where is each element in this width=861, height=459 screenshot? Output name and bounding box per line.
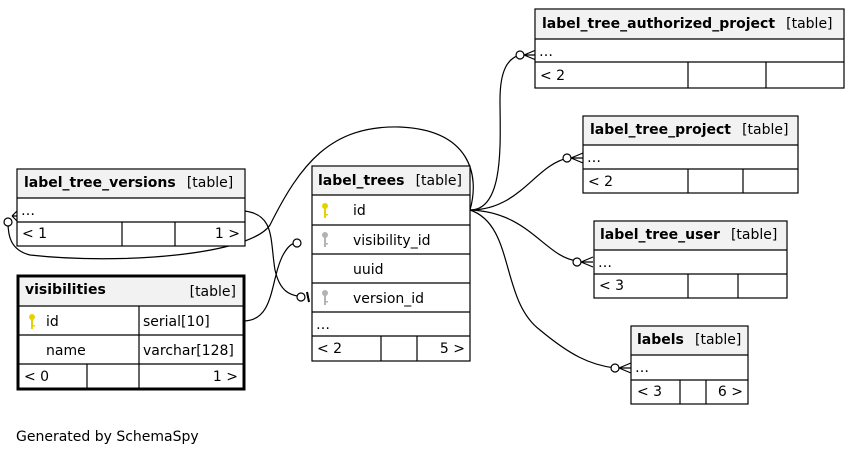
table-tag: [table] [731, 227, 777, 243]
column-name: id [46, 314, 59, 330]
parents-count: < 2 [317, 341, 342, 357]
column-name: name [46, 343, 86, 359]
table-title: label_tree_user [table] [600, 224, 777, 243]
edge-markers [3, 49, 632, 374]
children-count: 5 > [440, 341, 465, 357]
more-columns-ellipsis: … [587, 150, 601, 166]
table-title: label_tree_authorized_project [table] [542, 13, 833, 32]
table-label-trees[interactable]: label_trees [table] id visibility_id uui… [311, 165, 471, 362]
table-title: labels [table] [637, 329, 741, 348]
edge-label-trees-to-project [469, 157, 569, 211]
parents-count: < 0 [24, 369, 49, 385]
table-tag: [table] [416, 173, 462, 189]
edge-label-trees-to-authorized-project [469, 54, 521, 211]
generated-by-footer: Generated by SchemaSpy [16, 429, 199, 445]
parents-count: < 3 [599, 278, 624, 294]
more-columns-ellipsis: … [539, 44, 553, 60]
table-title: label_trees [table] [318, 170, 462, 189]
table-title: label_tree_versions [table] [24, 172, 233, 191]
table-name: label_tree_authorized_project [542, 16, 775, 32]
column-name: uuid [353, 262, 384, 278]
table-labels[interactable]: labels [table] … < 3 6 > [630, 325, 749, 405]
children-count: 1 > [213, 369, 238, 385]
table-visibilities[interactable]: visibilities [table] id serial[10] name … [16, 274, 246, 391]
table-tag: [table] [695, 332, 741, 348]
table-label-tree-user[interactable]: label_tree_user [table] … < 3 [593, 220, 788, 299]
edge-label-trees-to-versions [7, 126, 474, 260]
table-tag: [table] [786, 16, 832, 32]
edge-label-trees-to-labels [469, 209, 616, 369]
table-label-tree-authorized-project[interactable]: label_tree_authorized_project [table] … … [534, 8, 845, 89]
column-type: serial[10] [143, 314, 210, 330]
table-label-tree-versions[interactable]: label_tree_versions [table] … < 1 1 > [16, 168, 246, 247]
relationship-edges [7, 54, 616, 369]
column-name: visibility_id [353, 233, 430, 249]
children-count: 6 > [718, 384, 743, 400]
table-name: label_trees [318, 173, 404, 189]
column-type: varchar[128] [143, 343, 234, 359]
table-name: visibilities [25, 282, 106, 298]
parents-count: < 2 [588, 174, 613, 190]
more-columns-ellipsis: … [635, 360, 649, 376]
column-name: version_id [353, 291, 424, 307]
children-count: 1 > [215, 226, 240, 242]
table-name: label_tree_project [590, 122, 731, 138]
table-name: labels [637, 332, 684, 348]
table-tag: [table] [190, 284, 236, 300]
table-tag: [table] [742, 122, 788, 138]
more-columns-ellipsis: … [598, 255, 612, 271]
table-name: label_tree_versions [24, 175, 176, 191]
edge-versions-to-version-id [243, 210, 306, 298]
more-columns-ellipsis: … [21, 203, 35, 219]
table-label-tree-project[interactable]: label_tree_project [table] … < 2 [582, 115, 799, 194]
column-name: id [353, 203, 366, 219]
edge-visibilities-to-visibility-id [243, 242, 298, 322]
parents-count: < 2 [540, 68, 565, 84]
table-title: label_tree_project [table] [590, 119, 788, 138]
table-tag: [table] [187, 175, 233, 191]
more-columns-ellipsis: … [316, 317, 330, 333]
edge-label-trees-to-user [469, 209, 579, 262]
parents-count: < 1 [22, 226, 47, 242]
parents-count: < 3 [637, 384, 662, 400]
table-name: label_tree_user [600, 227, 720, 243]
